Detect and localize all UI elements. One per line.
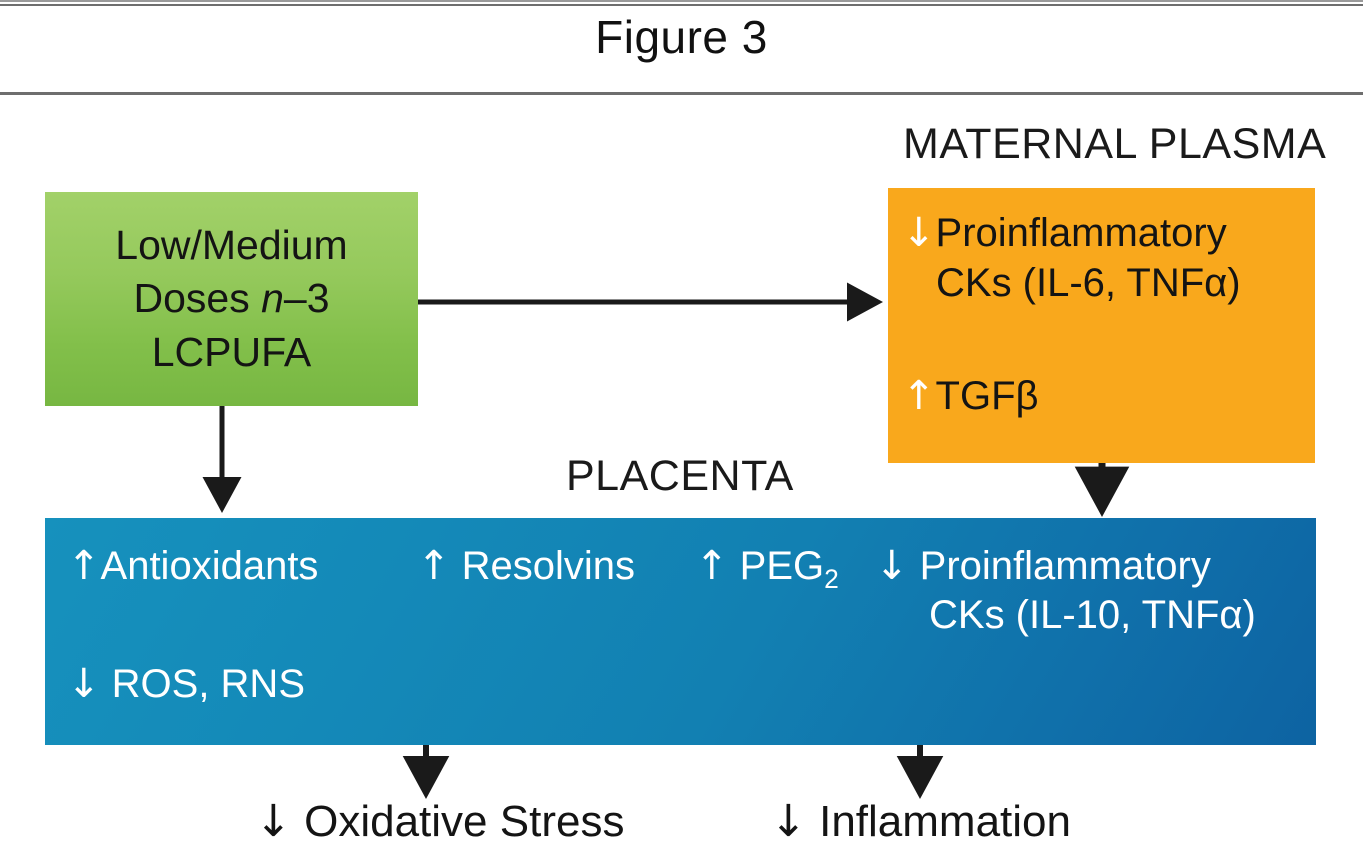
maternal-tgf-line: ↑TGFβ <box>902 371 1315 421</box>
arrow-up-icon: ↑ <box>67 543 101 589</box>
arrow-down-icon: ↓ <box>255 796 292 847</box>
placenta-antioxidants: ↑Antioxidants <box>67 542 318 591</box>
placenta-ros-rns: ↓ ROS, RNS <box>67 660 305 709</box>
arrow-down-icon: ↓ <box>67 661 101 707</box>
caption-placenta: PLACENTA <box>566 452 794 500</box>
placenta-resolvins-label: Resolvins <box>461 544 636 588</box>
outcome-inflammation-label: Inflammation <box>819 797 1071 846</box>
arrow-down-icon: ↓ <box>770 796 807 847</box>
lcpufa-line-2-suffix: –3 <box>283 275 330 322</box>
arrow-up-icon: ↑ <box>417 543 451 589</box>
outcome-oxidative-stress: ↓ Oxidative Stress <box>255 800 624 844</box>
arrow-down-icon: ↓ <box>902 210 936 256</box>
lcpufa-line-2-italic-n: n <box>261 275 284 322</box>
placenta-proinflammatory-line-2: CKs (IL-10, TNFα) <box>929 592 1256 637</box>
header-rule-top-inner <box>0 4 1363 6</box>
placenta-proinflammatory-text: Proinflammatory <box>919 544 1211 588</box>
header-rule-bottom <box>0 92 1363 95</box>
lcpufa-line-1: Low/Medium <box>115 222 348 269</box>
maternal-proinflammatory-line-1: ↓Proinflammatory <box>902 208 1315 258</box>
placenta-antioxidants-label: Antioxidants <box>100 544 319 588</box>
page-title: Figure 3 <box>595 11 768 63</box>
arrow-up-icon: ↑ <box>902 372 936 419</box>
placenta-peg2: ↑ PEG2 <box>695 542 839 594</box>
box-lcpufa-dose: Low/Medium Doses n–3 LCPUFA <box>45 192 418 406</box>
arrow-up-icon: ↑ <box>695 543 729 589</box>
maternal-proinflammatory-line-2: CKs (IL-6, TNFα) <box>936 261 1241 306</box>
maternal-tgf-text: TGFβ <box>935 373 1039 418</box>
box-placenta: ↑Antioxidants ↑ Resolvins ↑ PEG2 ↓ Proin… <box>45 518 1316 745</box>
lcpufa-line-2-prefix: Doses <box>133 275 262 322</box>
box-maternal-plasma: ↓Proinflammatory CKs (IL-6, TNFα) ↑TGFβ <box>888 188 1315 463</box>
header-rule-top-outer <box>0 0 1363 2</box>
placenta-ros-rns-label: ROS, RNS <box>111 662 305 706</box>
outcome-inflammation: ↓ Inflammation <box>770 800 1071 844</box>
arrow-down-icon: ↓ <box>875 543 909 589</box>
maternal-proinflammatory-text: Proinflammatory <box>935 211 1227 255</box>
lcpufa-line-3: LCPUFA <box>151 328 312 375</box>
outcome-oxidative-stress-label: Oxidative Stress <box>304 797 625 846</box>
placenta-proinflammatory-line-1: ↓ Proinflammatory <box>875 542 1305 591</box>
placenta-resolvins: ↑ Resolvins <box>417 542 635 591</box>
placenta-peg2-subscript: 2 <box>824 564 839 594</box>
placenta-peg2-label: PEG <box>739 544 825 588</box>
placenta-proinflammatory: ↓ Proinflammatory CKs (IL-10, TNFα) <box>875 542 1305 640</box>
caption-maternal-plasma: MATERNAL PLASMA <box>903 120 1327 168</box>
lcpufa-line-2: Doses n–3 <box>133 272 329 325</box>
